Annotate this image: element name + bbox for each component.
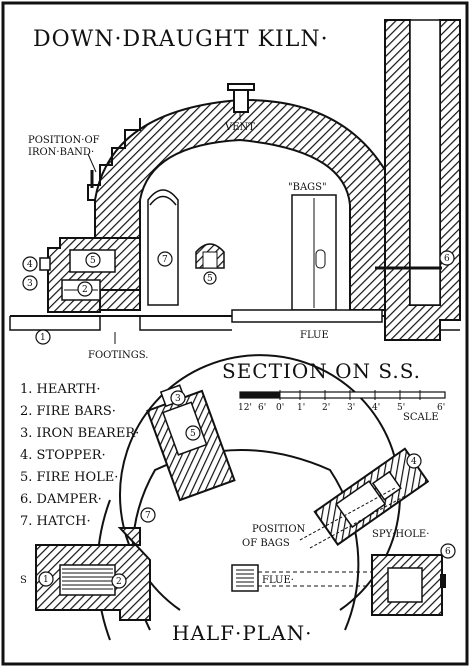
vent-label: VENT· (224, 122, 258, 133)
flue-plan-label: FLUE· (262, 575, 294, 586)
callout-1-plan: 1 (38, 571, 54, 587)
scale-tick: 6' (437, 403, 445, 413)
section-on-label: SECTION ON S.S. (222, 359, 421, 383)
s-mark-plan: S (20, 575, 27, 586)
scale-tick: 6' (258, 403, 266, 413)
callout-4: 4 (22, 256, 38, 272)
svg-text:7: 7 (145, 511, 151, 521)
scale-tick: 5' (397, 403, 405, 413)
iron-band-label: IRON·BAND· (28, 147, 94, 158)
key-item: 7. HATCH· (20, 514, 91, 529)
key-item: 3. IRON BEARER· (20, 426, 139, 441)
plan-chimney (371, 554, 443, 616)
position-of-label: POSITION·OF (28, 135, 100, 146)
svg-text:3: 3 (175, 394, 181, 404)
callout-6: 6 (439, 250, 455, 266)
position-of-bags-label-2: OF BAGS (242, 538, 290, 549)
hatch-arch (147, 189, 179, 306)
bags-label: "BAGS" (288, 182, 327, 193)
svg-text:1: 1 (40, 333, 46, 343)
callout-7: 7 (157, 251, 173, 267)
callout-3: 3 (22, 275, 38, 291)
callout-5-plan: 5 (185, 425, 201, 441)
flue-section-label: FLUE (300, 330, 329, 341)
key-item: 1. HEARTH· (20, 382, 100, 397)
callout-5-small: 5 (203, 271, 217, 285)
scale-tick: 3' (347, 403, 355, 413)
callouts: 1 2 3 4 5 6 7 5 7 3 5 4 1 2 6 (22, 250, 456, 589)
svg-text:2: 2 (116, 577, 122, 587)
key-item: 5. FIRE HOLE· (20, 470, 118, 485)
section-drawing (9, 19, 461, 344)
scale-tick: 2' (322, 403, 330, 413)
stopper (39, 257, 51, 271)
callout-6-plan: 6 (440, 543, 456, 559)
scale-ticks: 12' 6' 0' 1' 2' 3' 4' 5' 6' (238, 403, 445, 413)
key-item: 4. STOPPER· (20, 448, 106, 463)
svg-text:5: 5 (90, 256, 96, 266)
drawing-title: DOWN·DRAUGHT KILN· (33, 27, 329, 52)
svg-text:5: 5 (207, 274, 213, 284)
scale-tick: 1' (297, 403, 305, 413)
svg-text:7: 7 (162, 255, 168, 265)
position-of-bags-label-1: POSITION (252, 524, 306, 535)
svg-text:2: 2 (82, 285, 88, 295)
svg-text:3: 3 (27, 279, 33, 289)
scale-bar (239, 390, 446, 400)
svg-text:5: 5 (190, 429, 196, 439)
callout-2: 2 (77, 281, 93, 297)
scale-tick: 12' (238, 403, 252, 413)
key-list: 1. HEARTH· 2. FIRE BARS· 3. IRON BEARER·… (20, 382, 139, 529)
svg-text:4: 4 (411, 457, 417, 467)
scale-tick: 4' (372, 403, 380, 413)
callout-3-plan: 3 (170, 390, 186, 406)
svg-text:6: 6 (445, 547, 451, 557)
callout-5: 5 (85, 252, 101, 268)
callout-1: 1 (35, 329, 51, 345)
footings-label: FOOTINGS. (88, 350, 148, 361)
svg-text:6: 6 (444, 254, 450, 264)
callout-2-plan: 2 (111, 573, 127, 589)
vent-shaft (233, 89, 249, 113)
callout-4-plan: 4 (406, 453, 422, 469)
scale-label: SCALE (403, 412, 439, 423)
scale-tick: 0' (276, 403, 284, 413)
key-item: 2. FIRE BARS· (20, 404, 116, 419)
spy-hole-label: SPY·HOLE· (372, 529, 429, 540)
half-plan-label: HALF·PLAN· (172, 621, 312, 645)
key-item: 6. DAMPER· (20, 492, 102, 507)
plan-drawing (35, 354, 446, 641)
callout-7-key: 7 (140, 507, 156, 523)
svg-text:1: 1 (43, 575, 49, 585)
floor-flue (231, 309, 383, 323)
svg-text:4: 4 (27, 260, 33, 270)
